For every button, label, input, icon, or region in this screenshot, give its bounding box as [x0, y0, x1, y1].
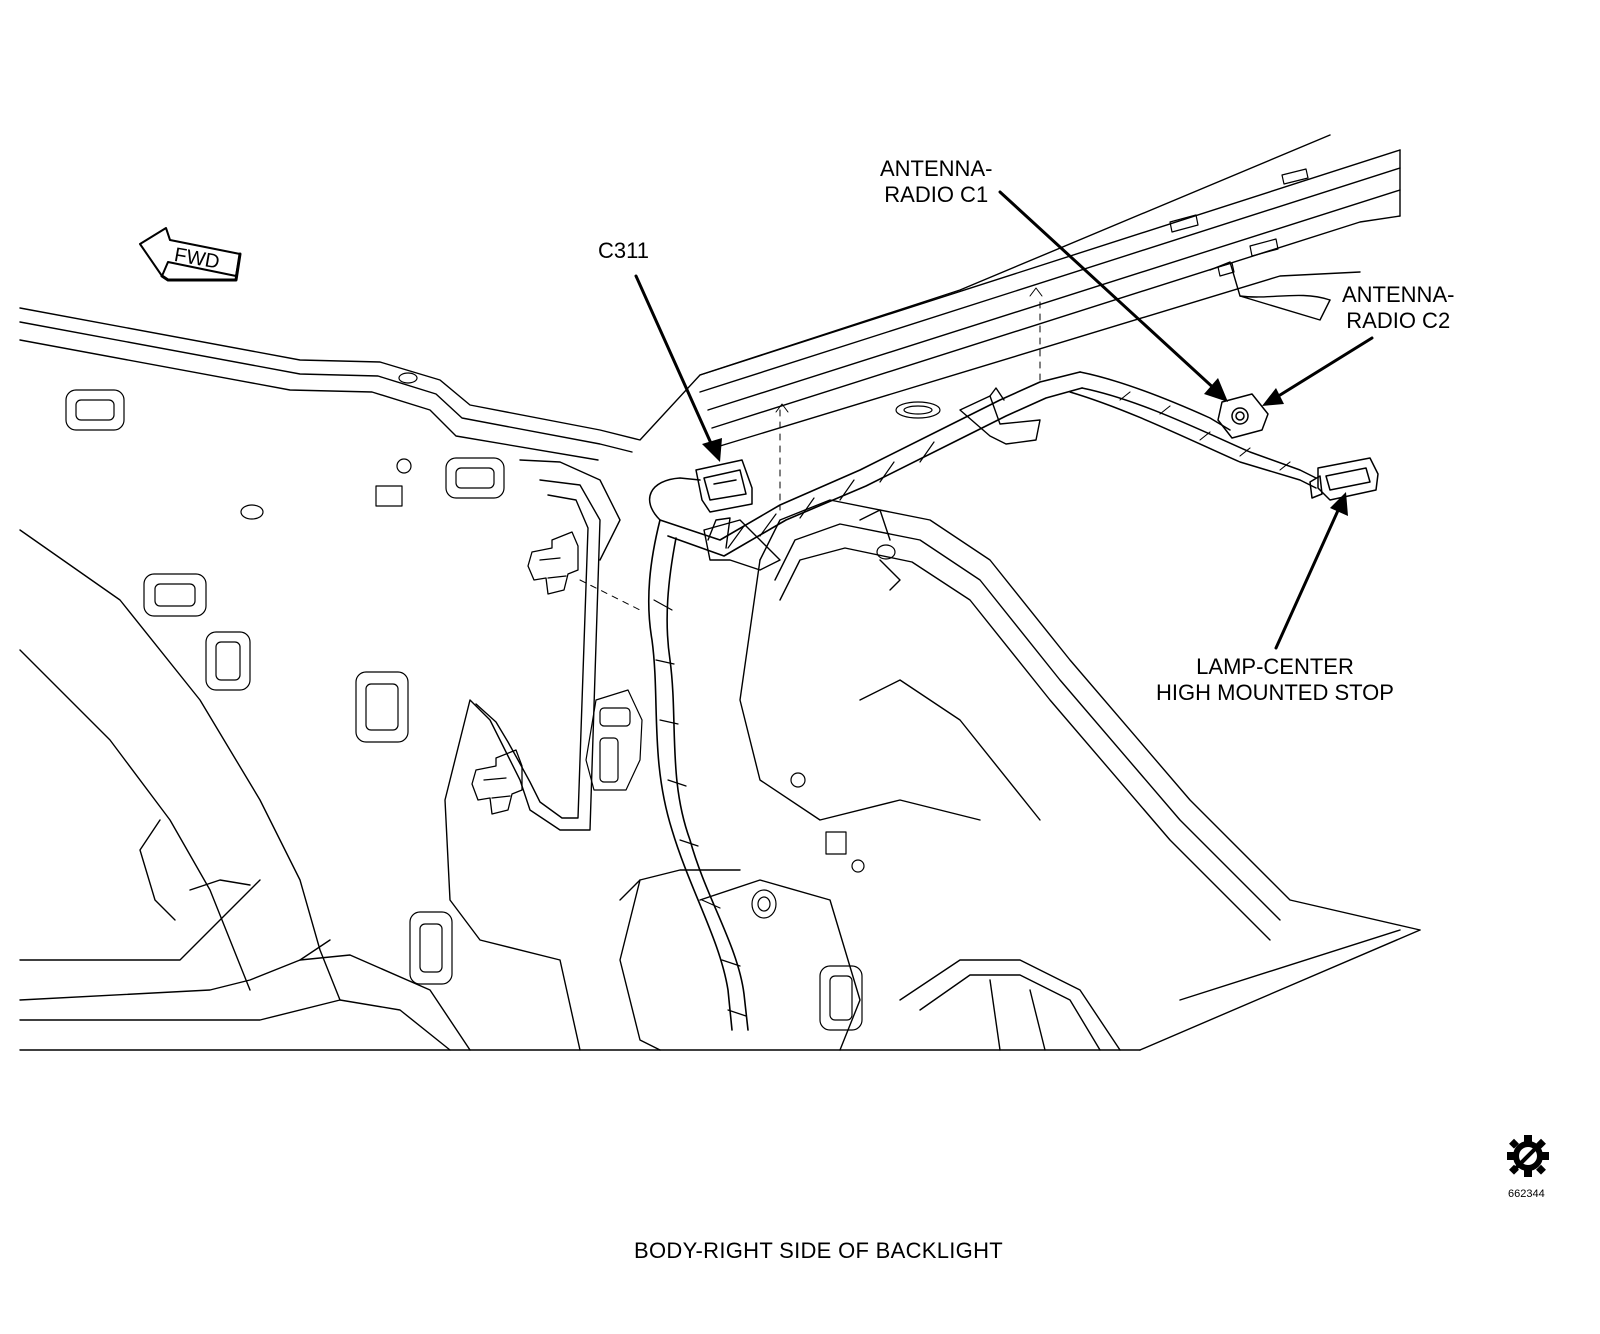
- antenna-radio-c1-line2: RADIO C1: [884, 182, 989, 207]
- c311-connector: [695, 459, 753, 513]
- c311-label: C311: [598, 238, 649, 263]
- gear-logo: [1507, 1135, 1549, 1177]
- left-pillar-panel: [19, 529, 471, 1051]
- fwd-arrow: [139, 227, 242, 282]
- quarter-frame: [444, 459, 621, 1051]
- figure-caption: BODY-RIGHT SIDE OF BACKLIGHT: [634, 1238, 1004, 1263]
- roof-panel: [19, 134, 1401, 461]
- antenna-radio-c2-line2: RADIO C2: [1346, 308, 1451, 333]
- lamp-chmsl-label: LAMP-CENTER HIGH MOUNTED STOP: [1150, 654, 1400, 706]
- harness-retainers: [703, 387, 1041, 571]
- antenna-radio-c1-label: ANTENNA- RADIO C1: [880, 156, 992, 208]
- trunk-area: [619, 499, 1421, 1051]
- lamp-chmsl-line1: LAMP-CENTER: [1196, 654, 1354, 679]
- antenna-radio-c2-line1: ANTENNA-: [1342, 282, 1455, 307]
- leader-lines: [634, 190, 1374, 650]
- figure-id: 662344: [1508, 1188, 1545, 1200]
- roof-slots: [895, 168, 1309, 419]
- antenna-radio-c1-connector: [1217, 393, 1269, 439]
- push-pin-clips: [471, 531, 579, 815]
- grommet-pads: [65, 372, 896, 1031]
- antenna-radio-c2-label: ANTENNA- RADIO C2: [1342, 282, 1454, 334]
- antenna-radio-c1-line1: ANTENNA-: [880, 156, 993, 181]
- lamp-chmsl-connector: [1309, 457, 1379, 501]
- arrow-heads: [702, 378, 1348, 516]
- wire-harness: [579, 287, 1317, 1031]
- lamp-chmsl-line2: HIGH MOUNTED STOP: [1156, 680, 1394, 705]
